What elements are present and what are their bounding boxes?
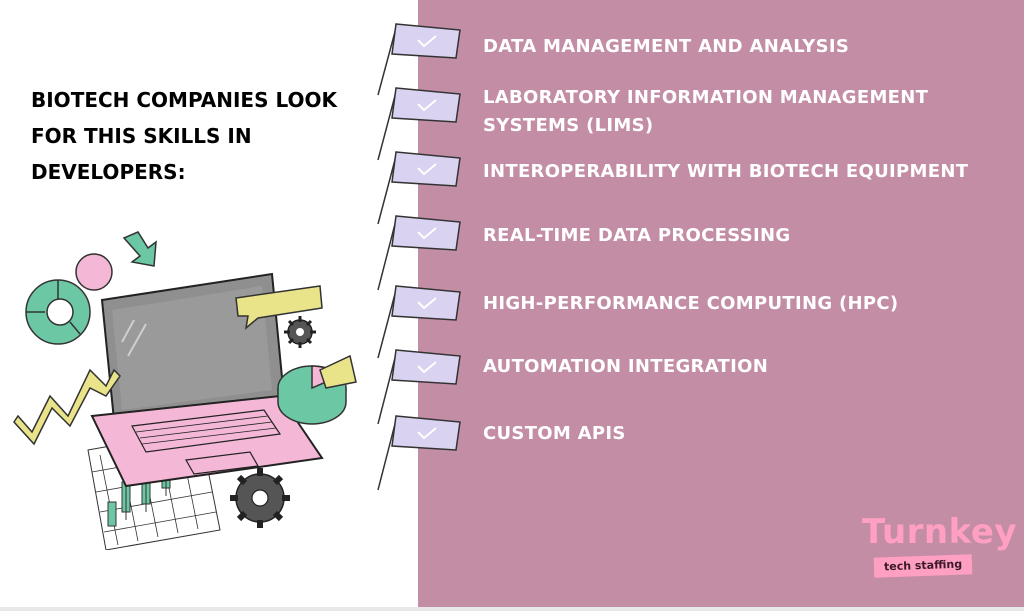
skill-item-5: HIGH-PERFORMANCE COMPUTING (HPC)	[483, 293, 899, 314]
check-flag-icon	[377, 23, 461, 96]
page-title: BIOTECH COMPANIES LOOK FOR THIS SKILLS I…	[31, 88, 337, 184]
check-flag-icon	[377, 285, 461, 359]
skill-item-3: INTEROPERABILITY WITH BIOTECH EQUIPMENT	[483, 161, 969, 182]
skill-item-1: DATA MANAGEMENT AND ANALYSIS	[483, 36, 850, 57]
arrow-icon	[122, 231, 157, 267]
pink-ball-icon	[75, 253, 113, 291]
check-flag-icon	[377, 215, 461, 291]
trend-arrow-icon	[13, 368, 121, 446]
skill-item-2: LABORATORY INFORMATION MANAGEMENT SYSTEM…	[483, 87, 929, 136]
donut-chart-icon	[25, 279, 91, 345]
laptop-illustration	[13, 231, 357, 550]
turnkey-logo: Turnkey tech staffing	[862, 512, 1022, 582]
pie-chart-icon	[277, 354, 357, 425]
flag-column	[377, 23, 461, 491]
speech-bubble-icon	[235, 285, 323, 330]
logo-tagline: tech staffing	[873, 554, 973, 578]
skill-item-7: CUSTOM APIS	[483, 423, 626, 444]
skill-item-6: AUTOMATION INTEGRATION	[483, 356, 769, 377]
check-flag-icon	[377, 415, 461, 491]
bottom-divider	[0, 607, 1024, 611]
check-flag-icon	[377, 87, 461, 161]
gear-icon	[284, 316, 316, 348]
gear-icon	[230, 468, 290, 528]
logo-wordmark: Turnkey	[862, 512, 1018, 552]
right-panel	[418, 0, 1024, 611]
check-flag-icon	[377, 151, 461, 225]
check-flag-icon	[377, 349, 461, 425]
skill-item-4: REAL-TIME DATA PROCESSING	[483, 225, 791, 246]
